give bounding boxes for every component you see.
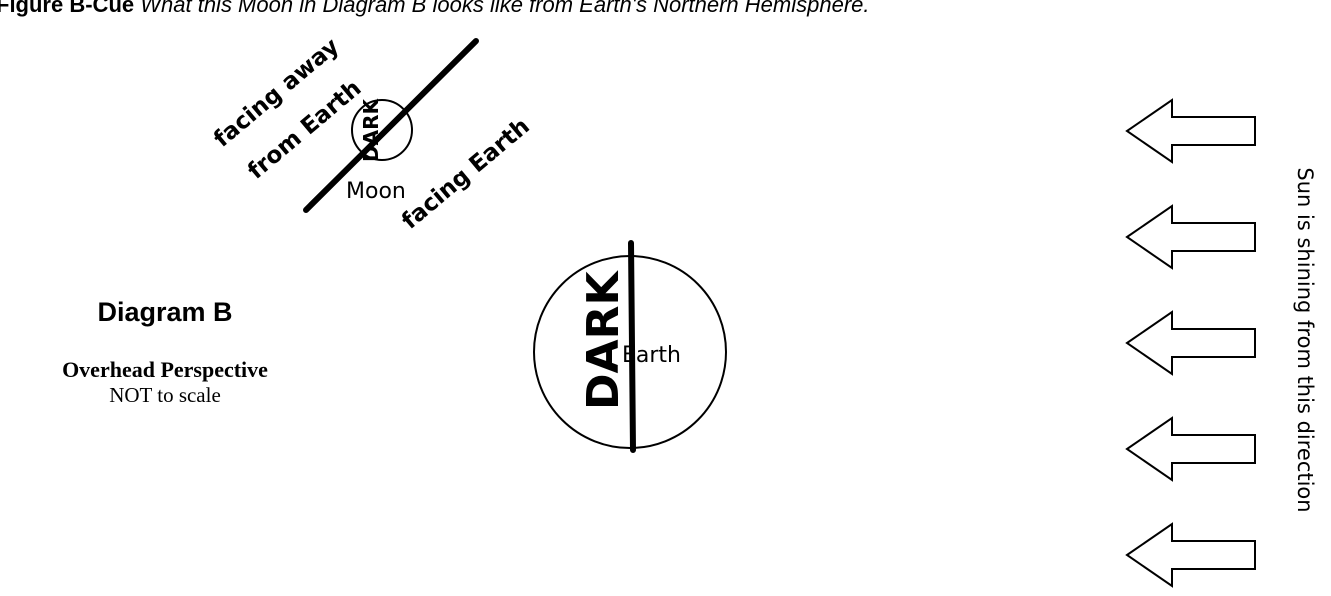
earth-label: Earth [622, 343, 681, 368]
earth: Earth DARK [534, 243, 726, 450]
sun-arrow-icon [1127, 524, 1255, 586]
sun-arrow-icon [1127, 418, 1255, 480]
sun-arrow-icon [1127, 100, 1255, 162]
facing-away-line1: facing away [209, 33, 344, 152]
facing-earth-label: facing Earth [397, 113, 535, 234]
moon-label: Moon [346, 179, 406, 204]
sun-direction-label: Sun is shining from this direction [1293, 140, 1317, 540]
earth-dark-label: DARK [578, 270, 629, 410]
sun-arrow-icon [1127, 206, 1255, 268]
moon: DARK Moon facing away from Earth facing … [209, 33, 535, 234]
sun-arrows [1127, 100, 1255, 586]
moon-dark-label: DARK [359, 98, 383, 162]
sun-arrow-icon [1127, 312, 1255, 374]
